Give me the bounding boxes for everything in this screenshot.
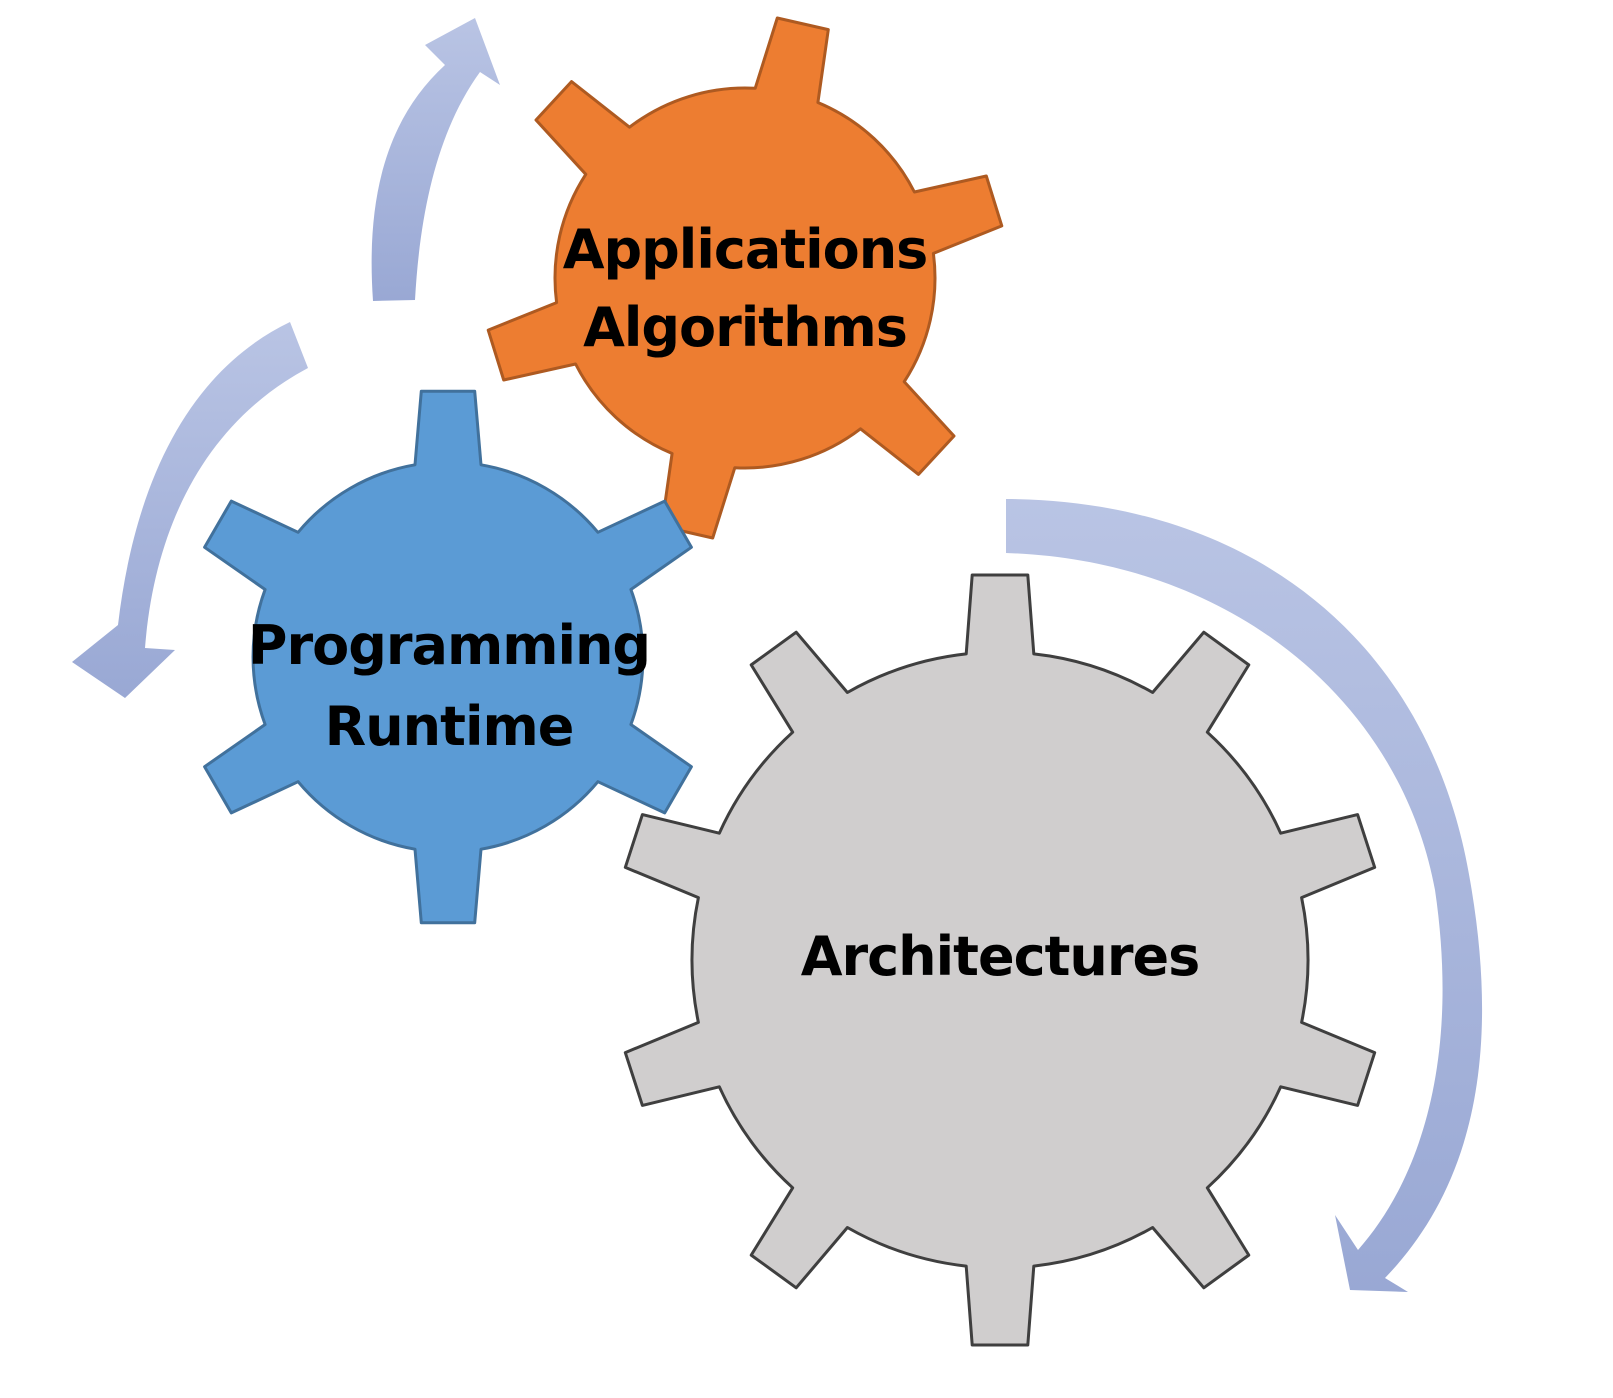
- gear-label-applications: Applications: [563, 218, 928, 281]
- gear-blue-shape: [203, 389, 693, 925]
- gear-programming-runtime: Programming Runtime: [203, 389, 693, 925]
- arrow-left-curved-down: [72, 322, 308, 698]
- arrow-right-curved-down: [1006, 499, 1483, 1292]
- gear-architectures: Architectures: [623, 573, 1377, 1347]
- gear-gray-shape: [623, 573, 1377, 1347]
- cycle-arrows: [72, 18, 1483, 1292]
- gear-label-algorithms: Algorithms: [583, 296, 907, 359]
- gear-applications-algorithms: Applications Algorithms: [486, 16, 1004, 540]
- gear-label-runtime: Runtime: [325, 695, 574, 758]
- gear-label-architectures: Architectures: [801, 925, 1200, 988]
- arrow-top-curved-up: [371, 18, 500, 301]
- gear-orange-shape: [486, 16, 1004, 540]
- gear-label-programming: Programming: [248, 614, 650, 677]
